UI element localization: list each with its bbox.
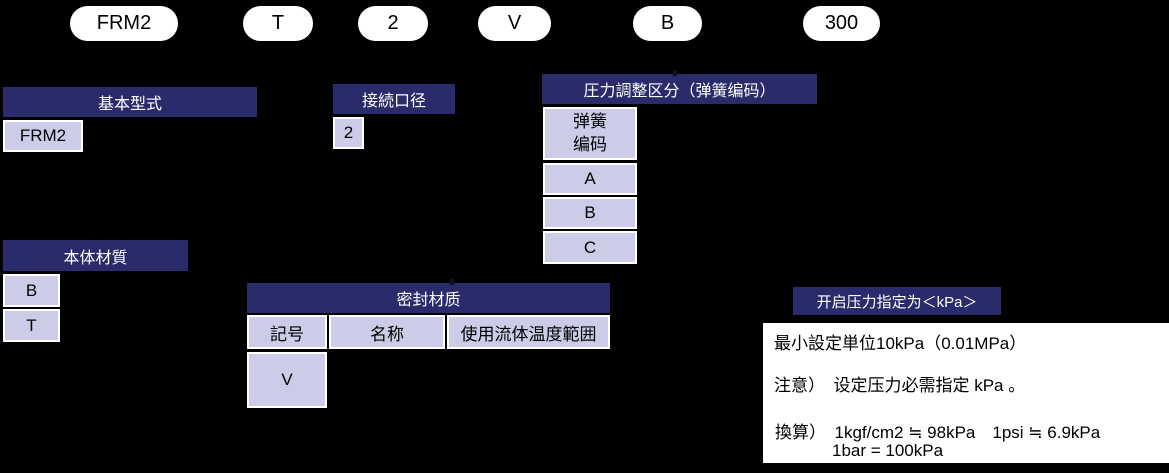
seal-material-header: 密封材质 <box>247 283 610 313</box>
note-conversion-bar: 1bar = 100kPa <box>832 441 944 460</box>
body-material-cell-b: B <box>3 274 60 307</box>
code-pill-pressure: 300 <box>803 6 880 41</box>
note-min-unit: 最小設定単位10kPa（0.01MPa） <box>774 334 1027 353</box>
seal-col-temp-range: 使用流体温度範囲 <box>447 315 610 349</box>
body-material-cell-t: T <box>3 309 60 342</box>
code-pill-port-size: 2 <box>358 6 428 41</box>
basic-model-header: 基本型式 <box>3 87 257 117</box>
code-pill-spring: B <box>633 6 702 41</box>
spring-code-cell-b: B <box>543 197 637 229</box>
pressure-note-box: 最小設定単位10kPa（0.01MPa） 注意） 设定压力必需指定 kPa 。 … <box>763 323 1169 463</box>
seal-col-name: 名称 <box>329 315 445 349</box>
spring-code-column-header-cell: 弹簧 编码 <box>543 107 637 160</box>
spring-code-cell-c: C <box>543 231 637 264</box>
seal-code-cell-v: V <box>247 352 327 408</box>
body-material-header: 本体材質 <box>3 240 188 271</box>
connector-tick-spring <box>673 70 677 76</box>
spring-code-cell-a: A <box>543 163 637 195</box>
code-pill-body-material: T <box>243 6 313 41</box>
note-conversion: 換算） 1kgf/cm2 ≒ 98kPa 1psi ≒ 6.9kPa <box>775 423 1101 442</box>
connector-tick-seal <box>450 279 454 285</box>
port-size-code-cell: 2 <box>333 117 364 149</box>
code-pill-seal: V <box>478 6 551 41</box>
spring-range-header: 圧力調整区分（弹簧编码） <box>542 74 817 104</box>
basic-model-code-cell: FRM2 <box>3 120 83 152</box>
seal-col-symbol: 記号 <box>247 315 327 349</box>
note-caution: 注意） 设定压力必需指定 kPa 。 <box>774 376 1026 395</box>
opening-pressure-header: 开启压力指定为＜kPa＞ <box>793 287 1001 315</box>
port-size-header: 接続口径 <box>333 84 455 114</box>
code-pill-frm2: FRM2 <box>70 6 178 41</box>
